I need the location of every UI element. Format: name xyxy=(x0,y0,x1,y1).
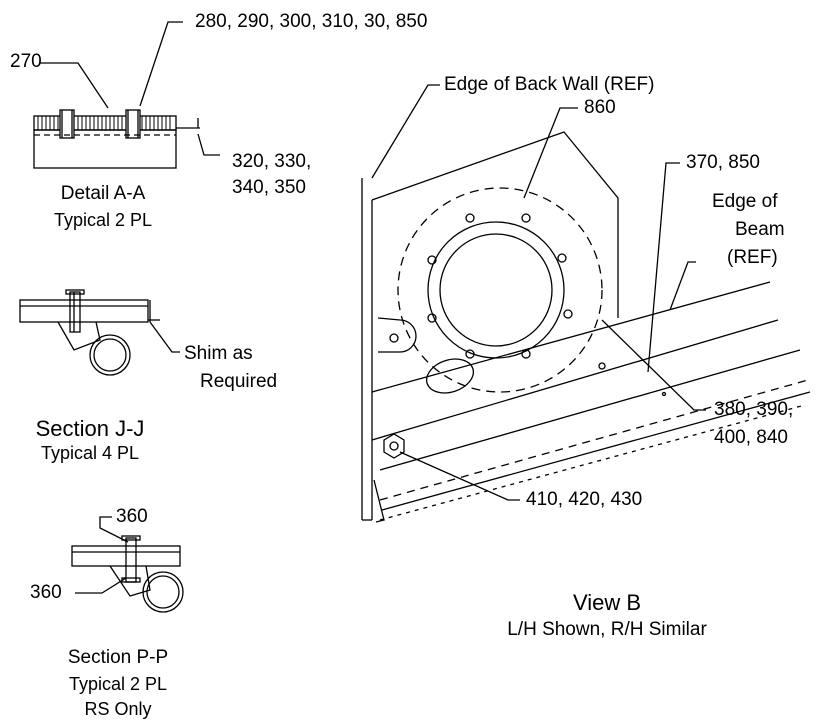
view-b-edge-beam-line2: Beam xyxy=(735,219,785,240)
section-pp-note: RS Only xyxy=(84,699,152,719)
view-b-drawing xyxy=(361,84,811,523)
section-jj-shim-line1: Shim as xyxy=(184,343,253,364)
view-b-edge-back-wall: Edge of Back Wall (REF) xyxy=(444,74,655,95)
view-b-title: View B xyxy=(572,590,642,615)
detail-aa-drawing xyxy=(33,21,220,169)
detail-aa-callout-right-line2: 340, 350 xyxy=(232,177,306,198)
detail-aa-callout-right-line1: 320, 330, xyxy=(232,151,312,172)
detail-aa-callout-270: 270 xyxy=(10,51,42,72)
section-pp-callout-left: 360 xyxy=(30,582,62,603)
view-b-callout-380-line1: 380, 390, xyxy=(714,399,794,420)
detail-aa-subtitle: Typical 2 PL xyxy=(53,210,153,230)
section-jj-title: Section J-J xyxy=(35,416,145,441)
view-b-edge-beam-line3: (REF) xyxy=(727,247,778,268)
section-pp-title: Section P-P xyxy=(67,647,169,668)
view-b-subtitle: L/H Shown, R/H Similar xyxy=(507,619,707,640)
section-jj-shim-line2: Required xyxy=(200,371,278,392)
view-b-callout-370: 370, 850 xyxy=(686,152,760,173)
section-jj-drawing xyxy=(19,289,180,376)
view-b-edge-beam-line1: Edge of xyxy=(712,191,778,212)
section-jj-subtitle: Typical 4 PL xyxy=(40,443,140,463)
view-b-callout-410: 410, 420, 430 xyxy=(526,489,643,510)
section-pp-drawing xyxy=(71,516,184,613)
detail-aa-title: Detail A-A xyxy=(60,183,146,204)
section-pp-subtitle: Typical 2 PL xyxy=(68,674,168,694)
detail-aa-callout-top: 280, 290, 300, 310, 30, 850 xyxy=(195,11,428,32)
view-b-callout-380-line2: 400, 840 xyxy=(714,427,788,448)
section-pp-callout-top: 360 xyxy=(116,506,148,527)
view-b-callout-860: 860 xyxy=(584,97,616,118)
